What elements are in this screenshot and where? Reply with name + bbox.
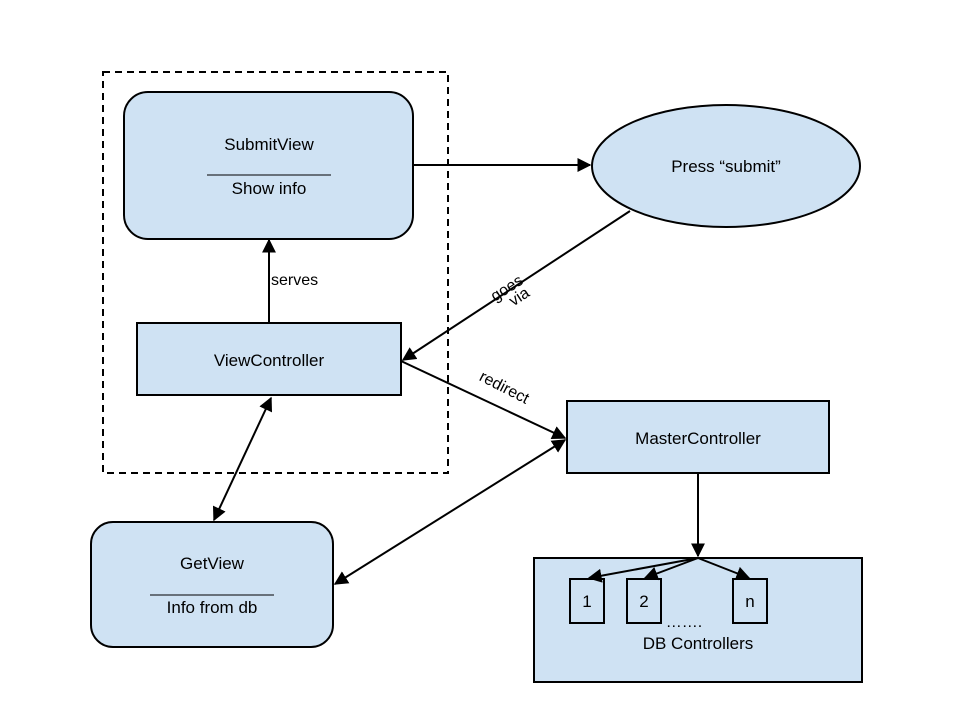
db-controller-2-label: 2 <box>639 592 648 611</box>
master-controller-label: MasterController <box>635 429 761 448</box>
edge-redirect-label: redirect <box>476 368 532 408</box>
view-controller-box <box>136 322 402 396</box>
db-controller-n-box <box>732 578 768 624</box>
submit-view-box <box>123 91 414 240</box>
db-controller-2-box <box>626 578 662 624</box>
db-controller-1-box <box>569 578 605 624</box>
submit-view-node: SubmitView Show info <box>123 91 414 240</box>
press-submit-node: Press “submit” <box>591 104 861 228</box>
edge-serves-label: serves <box>271 272 318 289</box>
get-view-node: GetView Info from db <box>90 521 334 648</box>
press-submit-ellipse <box>591 104 861 228</box>
master-controller-node: MasterController <box>566 400 830 474</box>
edge-redirect <box>400 360 567 439</box>
edge-db-fan-2 <box>643 557 699 581</box>
edge-goes-via <box>401 210 631 361</box>
edge-db-fan-1 <box>587 557 699 583</box>
edge-getview-mastercontroller <box>333 439 567 585</box>
edge-db-fan-n <box>697 557 751 580</box>
press-submit-label: Press “submit” <box>671 157 781 176</box>
get-view-box <box>90 521 334 648</box>
db-controllers-node: 1 2 n ……. DB Controllers <box>533 557 863 683</box>
view-controller-node: ViewController <box>136 322 402 396</box>
db-controllers-label: DB Controllers <box>643 634 754 653</box>
edge-getview-viewcontroller <box>212 396 273 522</box>
submit-view-title: SubmitView <box>224 135 314 154</box>
db-controllers-ellipsis: ……. <box>666 614 702 631</box>
get-view-subtitle: Info from db <box>167 598 258 617</box>
db-controller-1-label: 1 <box>582 592 591 611</box>
submit-view-subtitle: Show info <box>232 179 307 198</box>
view-controller-label: ViewController <box>214 351 325 370</box>
get-view-title: GetView <box>180 554 245 573</box>
view-group-boundary <box>102 71 449 474</box>
db-controller-n-label: n <box>745 592 754 611</box>
